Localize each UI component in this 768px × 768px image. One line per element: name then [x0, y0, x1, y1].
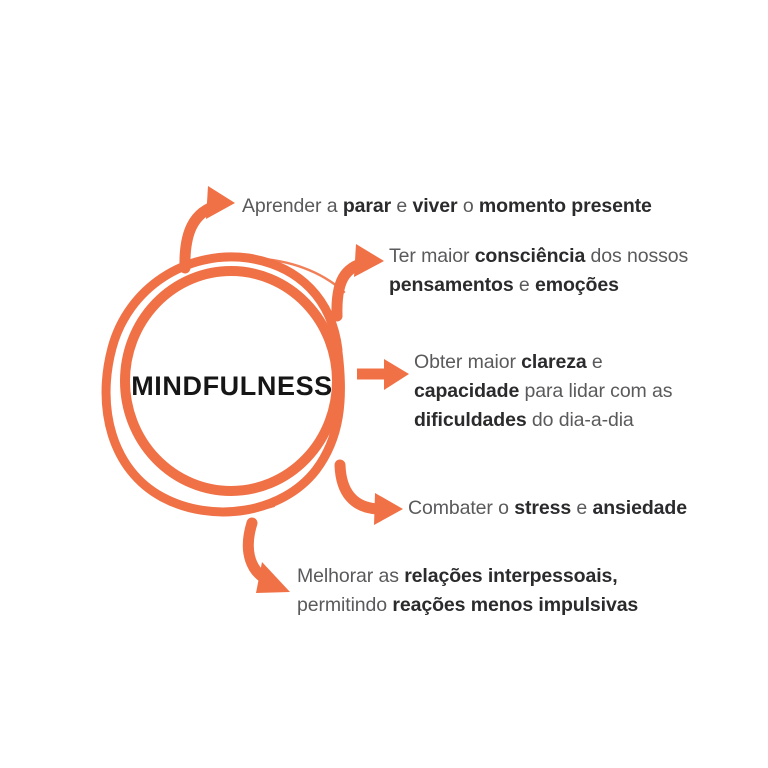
- benefit-plain: Obter maior: [414, 351, 522, 373]
- benefit-line: Melhorar as relações interpessoais,: [297, 562, 697, 591]
- arrow-to-benefit-1: [331, 244, 384, 322]
- hub-label: MINDFULNESS: [131, 371, 333, 401]
- benefit-text-3: Combater o stress e ansiedade: [408, 494, 738, 523]
- benefit-emphasis: stress: [514, 497, 572, 519]
- benefit-emphasis: momento presente: [478, 195, 652, 217]
- benefit-plain: e: [513, 274, 535, 296]
- arrow-to-benefit-4: [242, 517, 290, 593]
- benefit-plain: permitindo: [297, 594, 393, 616]
- benefit-line: Ter maior consciência dos nossos: [389, 242, 729, 271]
- arrow-to-benefit-3: [334, 459, 403, 525]
- benefit-plain: e: [391, 195, 413, 217]
- benefit-plain: do dia-a-dia: [526, 409, 634, 431]
- benefit-emphasis: ansiedade: [592, 497, 687, 519]
- benefit-emphasis: viver: [412, 195, 458, 217]
- benefit-plain: o: [457, 195, 479, 217]
- curved-arrow-up-right-head: [354, 244, 384, 277]
- benefit-plain: e: [586, 351, 603, 373]
- benefit-plain: dos nossos: [585, 245, 689, 267]
- benefit-plain: Ter maior: [389, 245, 475, 267]
- curved-arrow-down-right-head: [256, 562, 290, 593]
- straight-arrow-right-head: [384, 359, 409, 390]
- benefit-line: Aprender a parar e viver o momento prese…: [242, 192, 712, 221]
- benefit-plain: e: [571, 497, 593, 519]
- curved-arrow-down-right-head: [374, 493, 403, 525]
- benefit-emphasis: clareza: [521, 351, 587, 373]
- benefit-line: dificuldades do dia-a-dia: [414, 406, 724, 435]
- benefit-line: Obter maior clareza e: [414, 348, 724, 377]
- benefit-plain: Combater o: [408, 497, 515, 519]
- arrow-to-benefit-2: [357, 359, 409, 390]
- benefit-emphasis: pensamentos: [389, 274, 514, 296]
- benefit-emphasis: parar: [342, 195, 392, 217]
- hub-circle-sketch-tail-bottom: [160, 495, 276, 513]
- benefit-plain: Aprender a: [242, 195, 343, 217]
- benefit-plain: para lidar com as: [519, 380, 673, 402]
- benefit-emphasis: relações interpessoais,: [404, 565, 618, 587]
- curved-arrow-up-right-head: [206, 186, 235, 219]
- benefit-text-4: Melhorar as relações interpessoais,permi…: [297, 562, 697, 620]
- benefit-emphasis: reações menos impulsivas: [392, 594, 639, 616]
- benefit-emphasis: dificuldades: [414, 409, 527, 431]
- benefit-line: pensamentos e emoções: [389, 271, 729, 300]
- benefit-emphasis: capacidade: [414, 380, 520, 402]
- benefit-line: capacidade para lidar com as: [414, 377, 724, 406]
- arrow-to-benefit-0: [179, 186, 235, 274]
- benefit-line: Combater o stress e ansiedade: [408, 494, 738, 523]
- benefit-emphasis: consciência: [474, 245, 586, 267]
- benefit-plain: Melhorar as: [297, 565, 405, 587]
- benefit-line: permitindo reações menos impulsivas: [297, 591, 697, 620]
- benefit-emphasis: emoções: [535, 274, 619, 296]
- benefit-text-0: Aprender a parar e viver o momento prese…: [242, 192, 712, 221]
- curved-arrow-down-right-shaft: [334, 459, 384, 515]
- hub-circle-outer-sketch-stroke: [101, 252, 345, 517]
